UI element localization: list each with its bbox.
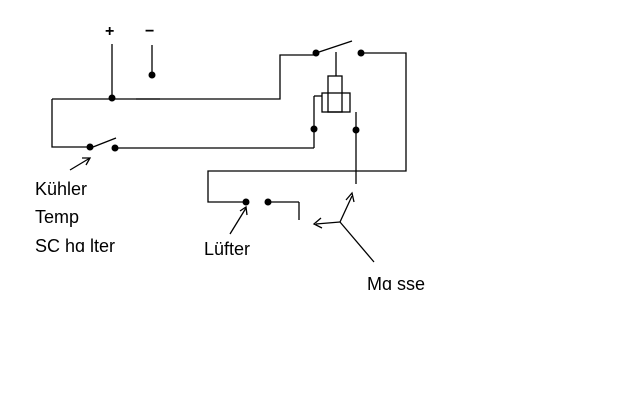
junction-dot (357, 49, 365, 57)
masse-label: Mɑ sse (367, 274, 426, 294)
junction-dot (86, 143, 94, 151)
temp-switch-loop-wire (51, 99, 90, 148)
temp-switch-blade (92, 137, 117, 148)
relay-coil (327, 75, 343, 113)
junction-dot (312, 49, 320, 57)
junction-dot (108, 94, 116, 102)
luefter-pointer-line (229, 207, 247, 235)
ground-arrow-shaft (339, 221, 375, 263)
plus-terminal-label: + (105, 23, 115, 40)
junction-dot (352, 126, 360, 134)
kuehler-label: Kühler (35, 179, 88, 199)
ground-arrow-right (339, 195, 353, 223)
kuehler-pointer-line (69, 157, 91, 171)
ground-arrow-left (315, 221, 341, 225)
positive-bus-wire (52, 54, 316, 100)
relay-output-wire (207, 52, 407, 203)
junction-dot (111, 144, 119, 152)
luefter-pointer-head (239, 205, 248, 216)
relay-coil-frame (321, 92, 351, 113)
luefter-label: Lüfter (204, 239, 251, 259)
minus-terminal-label: − (145, 23, 155, 40)
junction-dot (310, 125, 318, 133)
schalter-label: SC hɑ lter (35, 236, 116, 256)
relay-switch-blade (315, 40, 353, 54)
junction-dot (242, 198, 250, 206)
temp-label: Temp (35, 207, 80, 227)
kuehler-pointer-head (82, 157, 92, 166)
ground-arrowhead-right (345, 191, 355, 203)
minus-terminal-dot (148, 71, 156, 79)
junction-dot (264, 198, 272, 206)
ground-arrowhead-left (312, 217, 323, 229)
